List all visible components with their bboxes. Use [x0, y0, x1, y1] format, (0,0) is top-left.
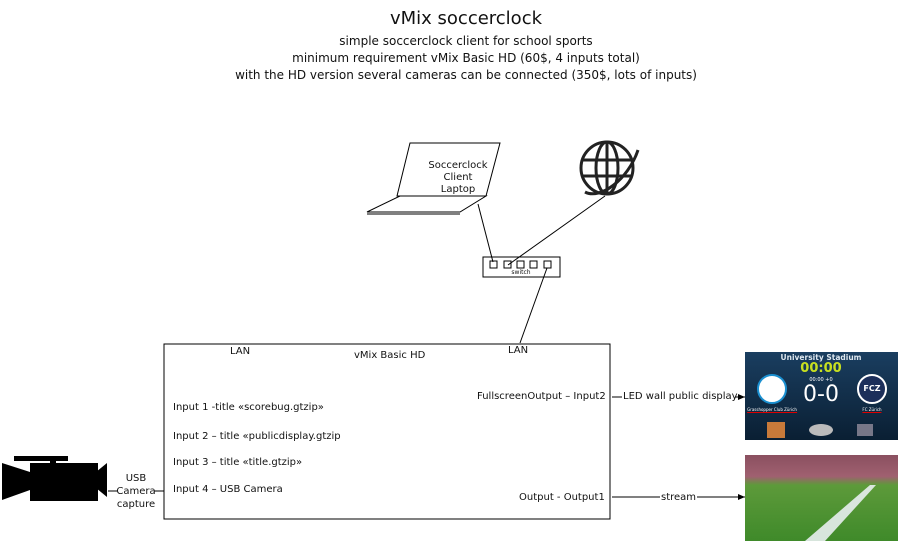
clock: 00:00 [800, 361, 842, 376]
away-logo: FCZ [857, 374, 887, 404]
led-wall-label: LED wall public display [623, 391, 738, 402]
subtitle-line: with the HD version several cameras can … [235, 68, 697, 82]
network-switch-icon [482, 256, 561, 278]
page-title: vMix soccerclock [389, 8, 543, 29]
stream-label: stream [661, 492, 697, 503]
sponsor-logo [857, 424, 873, 436]
input-1: Input 1 -title «scorebug.gtzip» [173, 402, 324, 413]
home-logo [757, 374, 787, 404]
sponsor-logo [809, 424, 833, 436]
input-2: Input 2 – title «publicdisplay.gtzip [173, 431, 341, 442]
input-4: Input 4 – USB Camera [173, 484, 283, 495]
score: 0-0 [803, 382, 839, 407]
vmix-box [163, 343, 611, 520]
subtitle-line: simple soccerclock client for school spo… [339, 34, 593, 48]
switch-label: switch [511, 269, 531, 276]
home-team: Grasshopper Club Zürich [747, 407, 797, 413]
scoreboard-preview: University Stadium 00:00 00:00 +0 0-0 FC… [745, 352, 898, 440]
subtitle-line: minimum requirement vMix Basic HD (60$, … [292, 51, 640, 65]
output-1: Output - Output1 [519, 492, 605, 503]
laptop-icon [366, 142, 501, 215]
vmix-title: vMix Basic HD [354, 350, 426, 361]
sponsor-logo [767, 422, 785, 438]
video-camera-icon [2, 456, 107, 501]
fullscreen-output: FullscreenOutput – Input2 [477, 391, 606, 402]
lan-left-label: LAN [230, 346, 251, 357]
globe-icon [579, 140, 640, 196]
lan-right-label: LAN [508, 345, 529, 356]
input-3: Input 3 – title «title.gtzip» [173, 457, 303, 468]
away-team: FC Zürich [862, 407, 882, 413]
subclock: 00:00 +0 [809, 377, 833, 383]
stream-preview [745, 455, 898, 541]
venue: University Stadium [780, 353, 862, 362]
